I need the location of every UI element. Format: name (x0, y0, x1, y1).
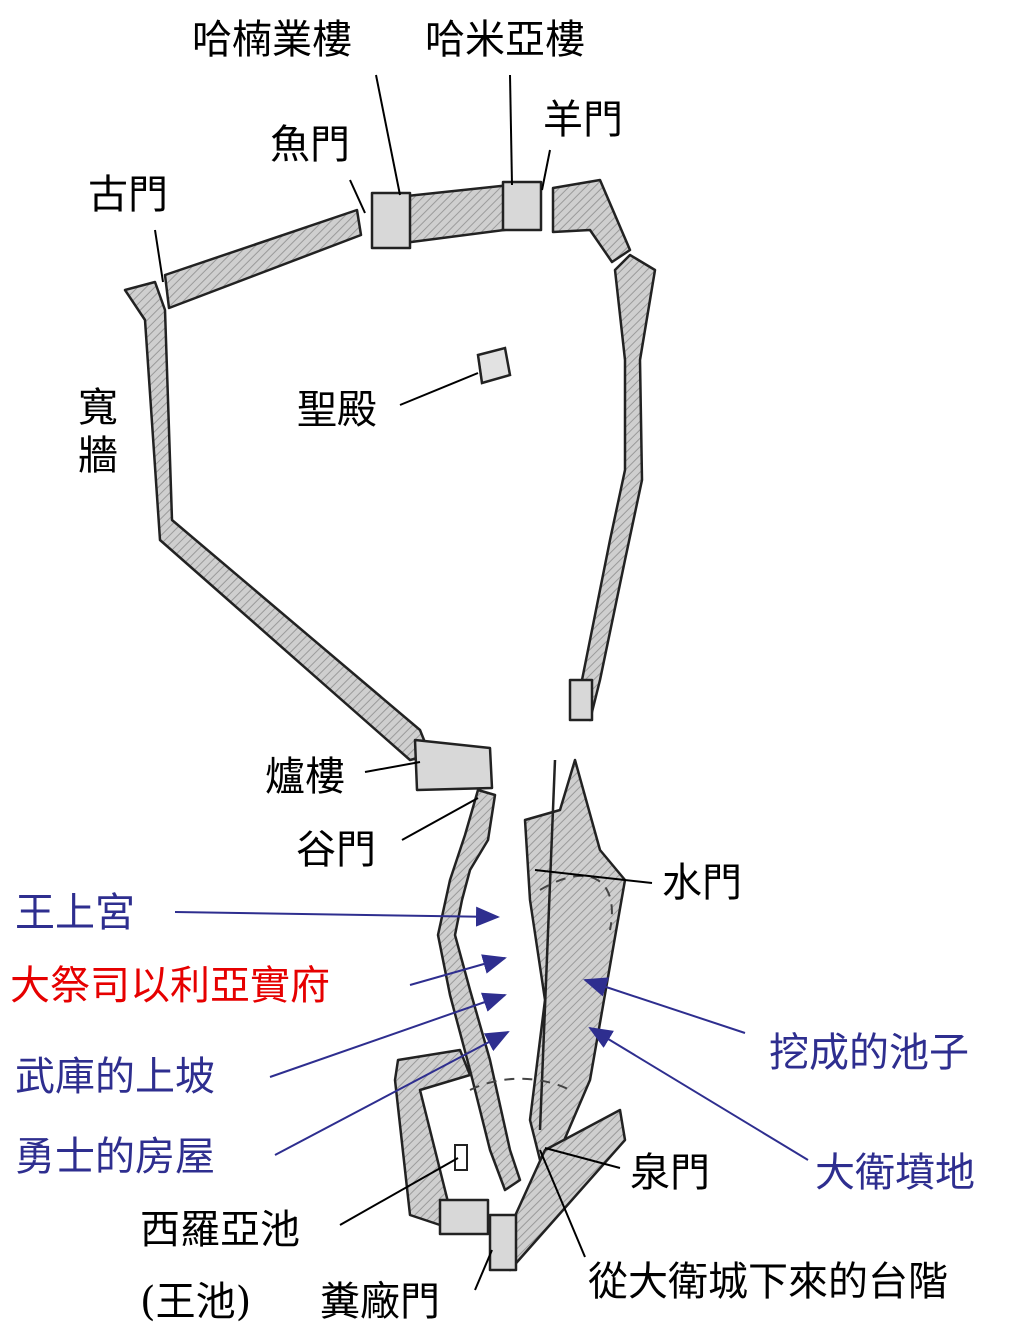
arrow-armory (269, 992, 507, 1078)
label-artificial-pool: 挖成的池子 (769, 1030, 969, 1076)
arrow-mighty (274, 1031, 510, 1156)
dashed-pool-curves (469, 874, 613, 1091)
label-valley-gate: 谷門 (296, 827, 376, 873)
label-high-priest-house: 大祭司以利亞實府 (10, 963, 330, 1009)
label-broad-wall: 寬牆 (78, 385, 118, 479)
label-tombs-of-david: 大衛墳地 (815, 1150, 975, 1196)
label-old-gate: 古門 (88, 172, 168, 218)
blue-arrows (174, 906, 809, 1161)
tower-hananel (370, 191, 412, 250)
label-meah-tower: 哈米亞樓 (425, 17, 585, 63)
label-fountain-gate: 泉門 (630, 1150, 710, 1196)
arrow-tombs (588, 1026, 809, 1161)
tower-east (568, 678, 594, 722)
label-stairs-city-of-david: 從大衛城下來的台階 (588, 1259, 948, 1305)
label-armory-ascent: 武庫的上坡 (15, 1054, 215, 1100)
label-kings-pool: (王池) (140, 1279, 252, 1325)
wall-west (123, 280, 432, 762)
wall-north-east (551, 178, 632, 264)
wall-north-west (163, 208, 363, 310)
wall-cod-inner (538, 759, 557, 1131)
tower-ovens (413, 738, 494, 792)
walls (123, 178, 657, 1272)
label-dung-gate: 糞廠門 (320, 1279, 440, 1325)
label-tower-of-ovens: 爐樓 (265, 754, 345, 800)
wall-south-west (436, 788, 522, 1192)
arrow-pool (583, 977, 746, 1034)
label-hananel-tower: 哈楠業樓 (192, 17, 352, 63)
label-water-gate: 水門 (662, 860, 742, 906)
label-temple: 聖殿 (297, 387, 377, 433)
tower-dung-gate (488, 1213, 518, 1272)
temple-block (476, 346, 512, 385)
wall-east (573, 253, 657, 722)
arrow-kings-palace (174, 906, 500, 927)
label-pool-of-siloam: 西羅亞池 (140, 1207, 300, 1253)
tower-meah (501, 180, 543, 232)
label-fish-gate: 魚門 (270, 122, 350, 168)
arrow-high-priest (409, 954, 507, 986)
tower-south-left (438, 1198, 490, 1236)
black-leader-lines (154, 74, 653, 1291)
label-sheep-gate: 羊門 (543, 97, 623, 143)
label-house-of-mighty: 勇士的房屋 (15, 1134, 215, 1180)
kings-pool-rect (454, 1144, 468, 1171)
label-kings-palace: 王上宮 (15, 890, 135, 936)
